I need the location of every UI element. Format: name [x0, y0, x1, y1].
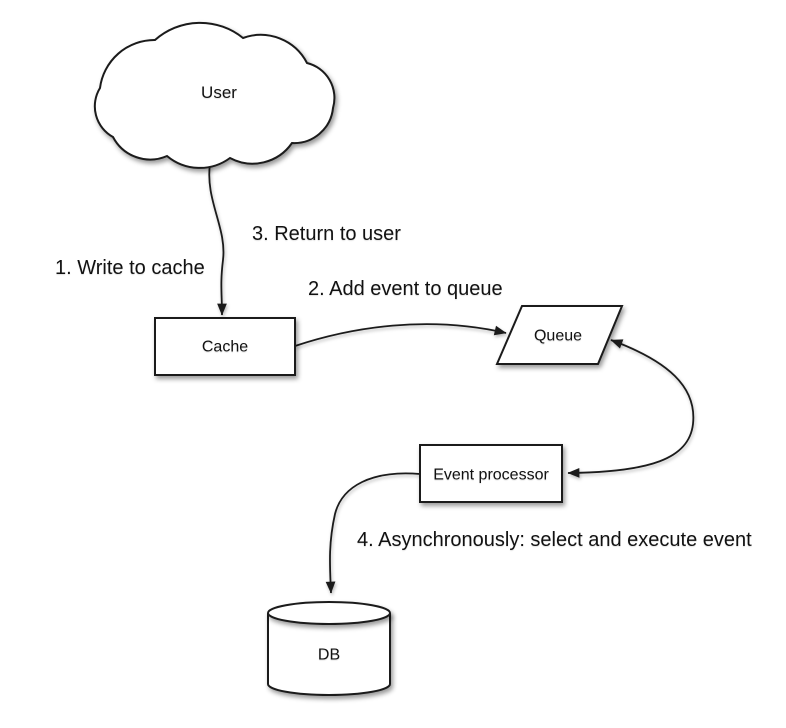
cache-node-label: Cache [201, 338, 249, 356]
user-node-label: User [201, 82, 237, 102]
db-cylinder [267, 601, 391, 696]
edge-queue-eventprocessor-double [567, 339, 695, 478]
step-label-return-to-user: 3. Return to user [252, 223, 401, 245]
edge-cache-to-queue [294, 323, 507, 347]
queue-node-label: Queue [533, 327, 583, 345]
db-cylinder-body [267, 613, 391, 696]
db-node-label: DB [317, 646, 341, 664]
event-processor-node-label: Event processor [433, 466, 549, 484]
cache-box [154, 317, 296, 376]
queue-parallelogram [495, 305, 624, 365]
edge-eventprocessor-to-db [325, 472, 421, 594]
db-cylinder-top [267, 601, 391, 625]
edge-user-to-cache [208, 163, 227, 316]
step-label-write-to-cache: 1. Write to cache [55, 257, 205, 279]
step-label-asynchronously-select-execute: 4. Asynchronously: select and execute ev… [357, 529, 752, 551]
user-cloud-shape [93, 21, 336, 169]
event-processor-box [419, 444, 563, 503]
step-label-add-event-to-queue: 2. Add event to queue [308, 278, 503, 300]
